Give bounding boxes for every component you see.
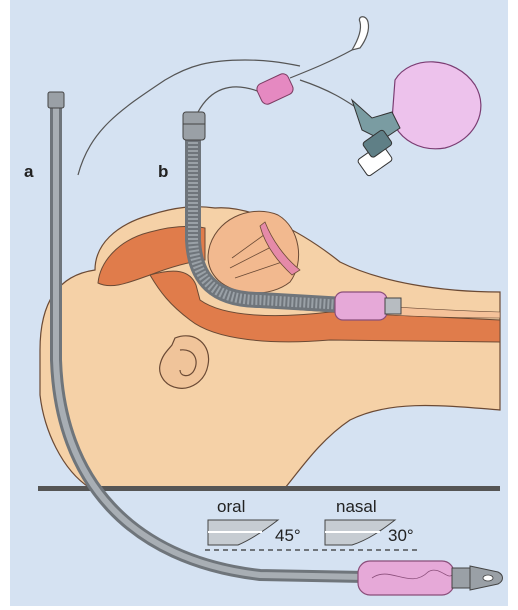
bevel-nasal (325, 520, 395, 545)
tube-a-top (48, 92, 64, 108)
pilot-balloon (255, 72, 295, 106)
label-a: a (24, 162, 33, 182)
ventilation-bag (352, 62, 481, 177)
pilot-valve (352, 17, 369, 50)
label-angle-nasal: 30° (388, 526, 414, 546)
label-angle-oral: 45° (275, 526, 301, 546)
pilot-system (78, 50, 360, 175)
table-surface (38, 486, 500, 491)
tube-b-connector (183, 112, 205, 140)
bevel-oral (208, 520, 278, 545)
tube-b-cuff (335, 292, 387, 320)
label-b: b (158, 162, 168, 182)
label-nasal: nasal (336, 497, 377, 517)
label-oral: oral (217, 497, 245, 517)
